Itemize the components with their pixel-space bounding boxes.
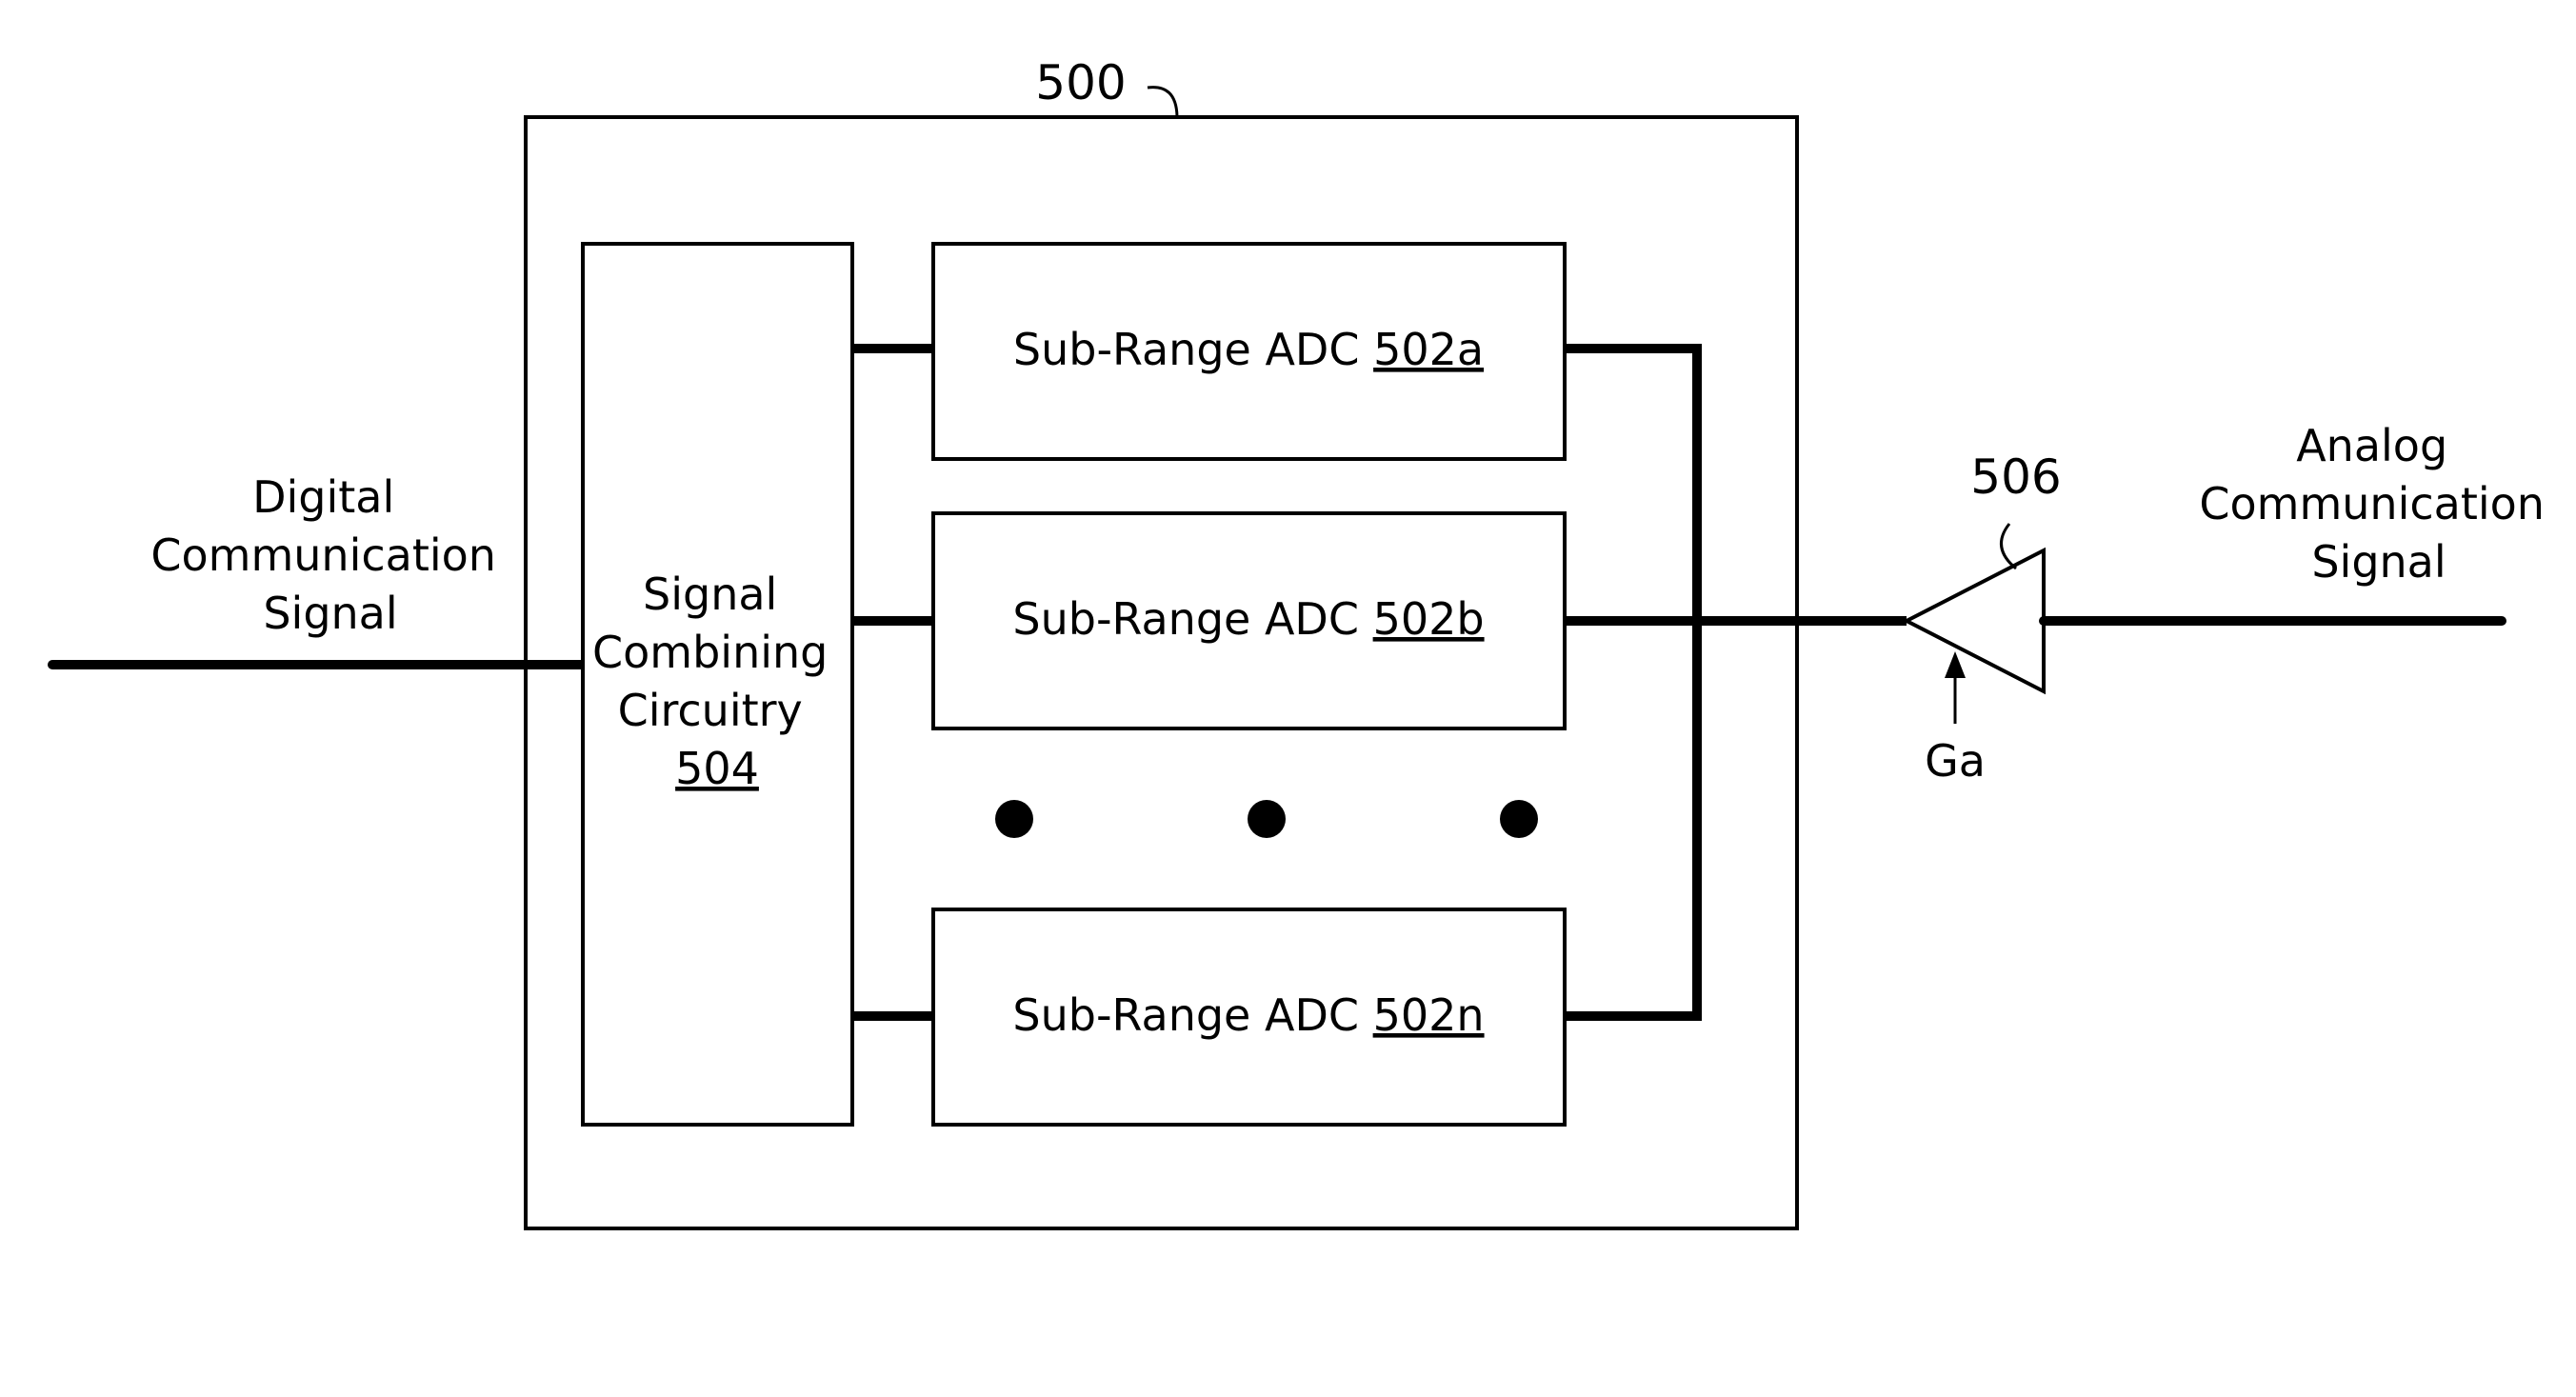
system-reference-leader	[1147, 86, 1179, 117]
sub-range-adc-502n	[931, 908, 1567, 1127]
system-reference-label: 500	[1035, 55, 1126, 110]
ellipsis-dot	[1500, 800, 1538, 838]
sub-range-adc-502a	[931, 242, 1567, 461]
adc-502b-label: Sub-Range ADC 502b	[1012, 593, 1484, 645]
ellipsis-dot	[995, 800, 1033, 838]
gain-label: Ga	[1925, 735, 1986, 787]
amplifier-reference-label: 506	[1970, 449, 2061, 505]
adc-502n-label: Sub-Range ADC 502n	[1012, 989, 1484, 1041]
signal-combining-block	[581, 242, 854, 1127]
system-enclosure	[524, 115, 1799, 1230]
ellipsis-dot	[1248, 800, 1286, 838]
sub-range-adc-502b	[931, 511, 1567, 730]
analog-signal-label: Analog Communication Signal	[2199, 420, 2558, 588]
gain-control-arrow-head	[1945, 651, 1966, 678]
adc-502a-label: Sub-Range ADC 502a	[1013, 324, 1484, 375]
amplifier-506	[1902, 547, 2046, 695]
digital-signal-label: Digital Communication Signal	[150, 471, 509, 639]
amplifier-reference-leader	[2000, 523, 2017, 570]
signal-combining-label: Signal Combining Circuitry 504	[592, 569, 842, 794]
